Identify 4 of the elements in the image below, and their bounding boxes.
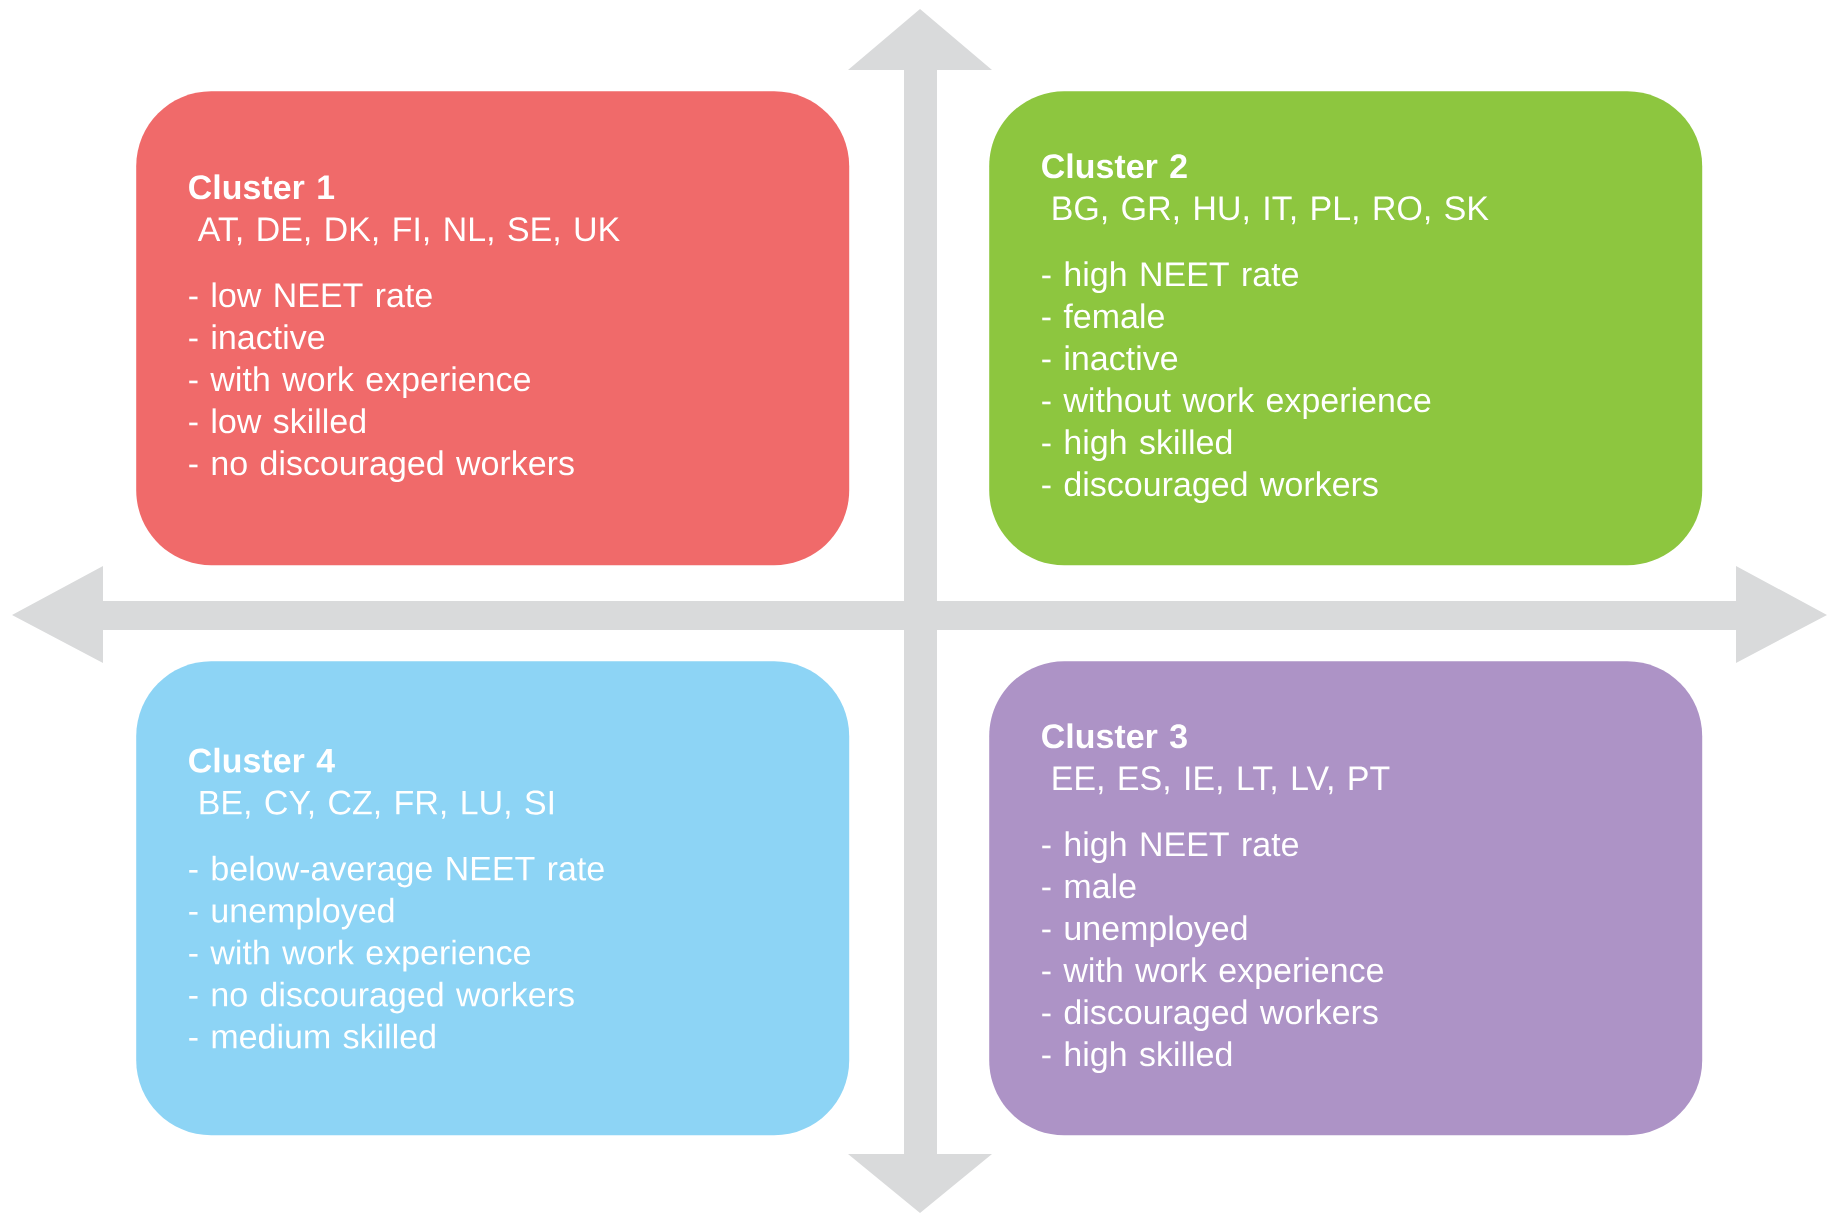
cluster-box: Cluster 4 BE, CY, CZ, FR, LU, SI - below-average NEET rate - unemployed - with work experience - no discouraged workers - medium skilled	[136, 661, 850, 1136]
cluster-box: Cluster 1 AT, DE, DK, FI, NL, SE, UK - low NEET rate - inactive - with work experience - low skilled - no discouraged workers	[136, 91, 850, 566]
cluster-box: Cluster 2 BG, GR, HU, IT, PL, RO, SK - high NEET rate - female - inactive - without work experience - high skilled - discouraged workers	[989, 91, 1703, 566]
cluster-box: Cluster 3 EE, ES, IE, LT, LV, PT - high NEET rate - male - unemployed - with work experience - discouraged workers - high skilled	[989, 661, 1703, 1136]
